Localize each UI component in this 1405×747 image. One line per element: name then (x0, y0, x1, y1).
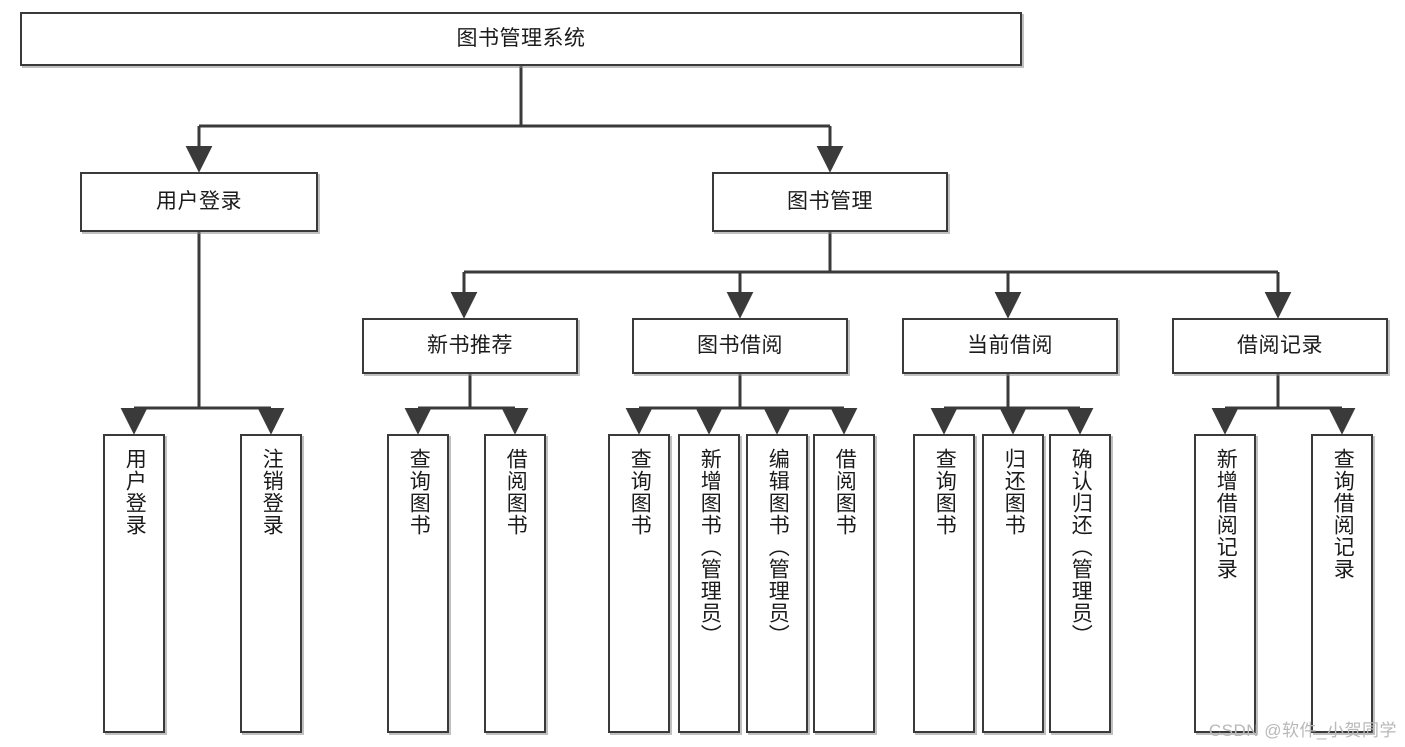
leaf-query-borrow-record-label: 查询借阅记录 (1331, 448, 1355, 580)
watermark: CSDN @软件_小贺同学 (1208, 721, 1397, 740)
node-book-borrow[interactable]: 图书借阅 (632, 318, 848, 374)
node-current-borrow[interactable]: 当前借阅 (902, 318, 1118, 374)
leaf-borrow-book-new-label: 借阅图书 (504, 448, 528, 536)
leaf-edit-book-admin[interactable]: 编辑图书（管理员） (746, 434, 808, 733)
leaf-query-book-borrow[interactable]: 查询图书 (608, 434, 670, 733)
leaf-borrow-book[interactable]: 借阅图书 (813, 434, 875, 733)
leaf-return-book[interactable]: 归还图书 (982, 434, 1044, 733)
leaf-logout-label: 注销登录 (260, 448, 284, 536)
leaf-query-book-new-label: 查询图书 (407, 448, 431, 536)
node-borrow-record[interactable]: 借阅记录 (1172, 318, 1388, 374)
node-user-login[interactable]: 用户登录 (80, 172, 318, 232)
leaf-add-borrow-record-label: 新增借阅记录 (1214, 448, 1238, 580)
node-current-borrow-label: 当前借阅 (967, 333, 1053, 357)
leaf-return-book-label: 归还图书 (1002, 448, 1026, 536)
leaf-confirm-return-admin-label: 确认归还（管理员） (1069, 448, 1093, 646)
leaf-logout[interactable]: 注销登录 (240, 434, 302, 733)
leaf-user-login-label: 用户登录 (123, 448, 147, 536)
node-new-book-recommend[interactable]: 新书推荐 (362, 318, 578, 374)
node-book-borrow-label: 图书借阅 (697, 333, 783, 357)
leaf-confirm-return-admin[interactable]: 确认归还（管理员） (1049, 434, 1111, 733)
leaf-borrow-book-label: 借阅图书 (833, 448, 857, 536)
leaf-query-book-current-label: 查询图书 (933, 448, 957, 536)
leaf-query-book-current[interactable]: 查询图书 (913, 434, 975, 733)
node-book-manage[interactable]: 图书管理 (712, 172, 948, 232)
leaf-add-borrow-record[interactable]: 新增借阅记录 (1194, 434, 1256, 733)
node-root[interactable]: 图书管理系统 (20, 12, 1022, 66)
leaf-user-login[interactable]: 用户登录 (103, 434, 165, 733)
leaf-edit-book-admin-label: 编辑图书（管理员） (766, 448, 790, 646)
leaf-query-borrow-record[interactable]: 查询借阅记录 (1311, 434, 1373, 733)
node-borrow-record-label: 借阅记录 (1237, 333, 1323, 357)
leaf-borrow-book-new[interactable]: 借阅图书 (484, 434, 546, 733)
node-new-book-recommend-label: 新书推荐 (427, 333, 513, 357)
node-book-manage-label: 图书管理 (787, 189, 873, 213)
leaf-query-book-borrow-label: 查询图书 (628, 448, 652, 536)
node-root-label: 图书管理系统 (456, 26, 586, 50)
node-user-login-label: 用户登录 (156, 189, 242, 213)
leaf-add-book-admin[interactable]: 新增图书（管理员） (678, 434, 740, 733)
leaf-add-book-admin-label: 新增图书（管理员） (698, 448, 722, 646)
leaf-query-book-new[interactable]: 查询图书 (387, 434, 449, 733)
